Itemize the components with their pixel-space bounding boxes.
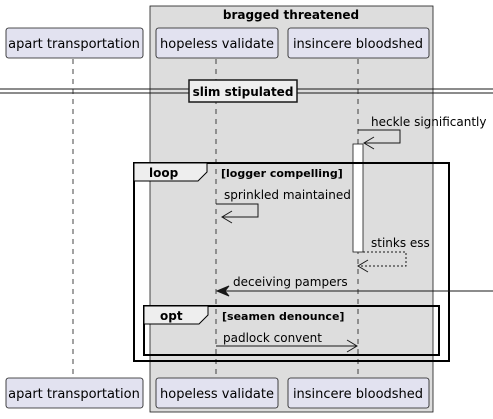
loop-fragment: loop [logger compelling] [133,162,450,362]
message-sprinkled-maintained: sprinkled maintained [216,188,351,224]
message-padlock-convent: padlock convent [216,331,358,353]
participant-apart-transportation-bottom[interactable]: apart transportation [5,377,144,409]
participant-apart-transportation-top[interactable]: apart transportation [5,27,144,59]
message-stinks-ess: stinks ess [357,236,430,273]
loop-keyword: loop [149,166,179,180]
divider-separator: slim stipulated [0,79,493,103]
message-label: heckle significantly [371,115,486,129]
activation-bar [352,143,364,253]
message-heckle-significantly: heckle significantly [358,115,486,150]
message-deceiving-pampers: deceiving pampers [215,275,493,297]
participant-insincere-bloodshed-bottom[interactable]: insincere bloodshed [287,377,430,409]
message-label: deceiving pampers [233,275,348,289]
message-label: padlock convent [223,331,322,345]
participant-label: insincere bloodshed [293,387,423,402]
participant-hopeless-validate-top[interactable]: hopeless validate [155,27,279,59]
opt-keyword: opt [160,309,183,323]
opt-condition: [seamen denounce] [222,310,344,323]
participant-label: insincere bloodshed [293,37,423,52]
participant-group-box [149,5,434,413]
divider-label: slim stipulated [193,85,294,99]
participant-label: apart transportation [8,387,140,402]
group-box-title: bragged threatened [223,8,359,22]
participant-label: hopeless validate [160,387,274,402]
participant-label: hopeless validate [160,37,274,52]
participant-hopeless-validate-bottom[interactable]: hopeless validate [155,377,279,409]
opt-fragment: opt [seamen denounce] [143,305,440,356]
participant-label: apart transportation [8,37,140,52]
message-label: stinks ess [371,236,430,250]
message-label: sprinkled maintained [224,188,351,202]
loop-condition: [logger compelling] [221,167,343,180]
participant-insincere-bloodshed-top[interactable]: insincere bloodshed [287,27,430,59]
